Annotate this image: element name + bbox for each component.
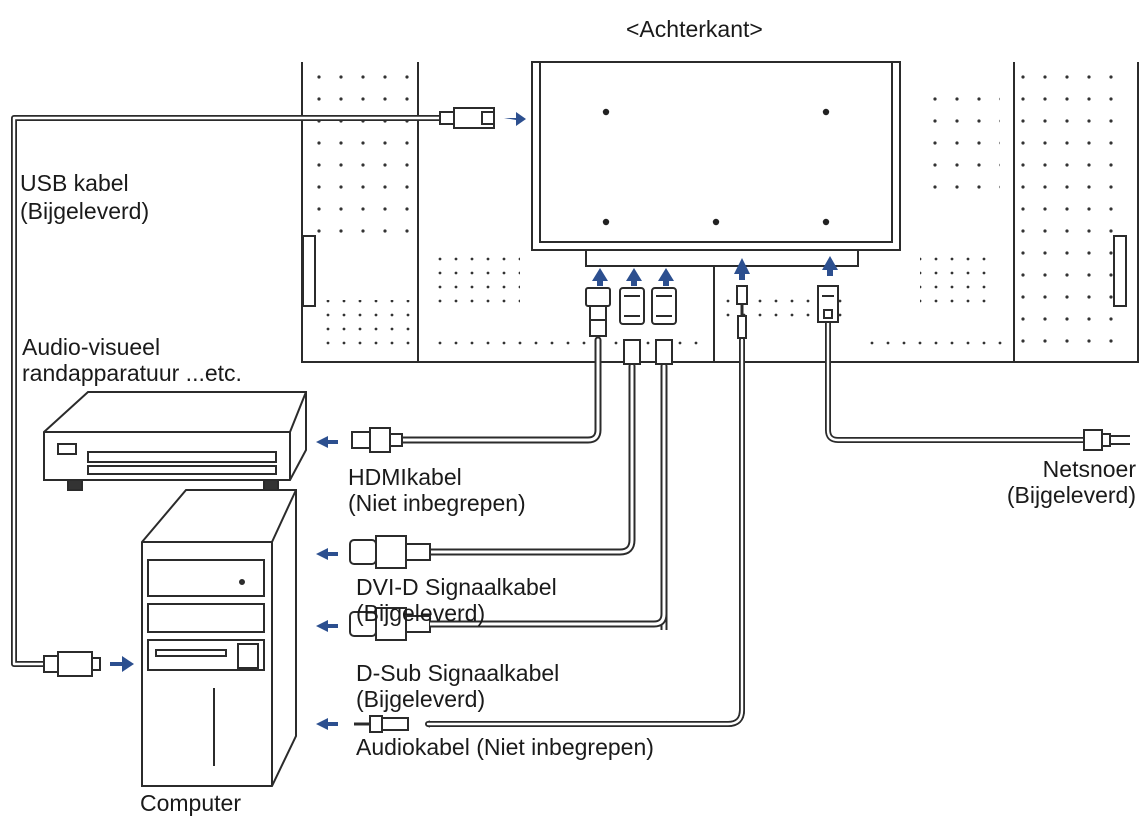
power-cord-label: Netsnoer [1042,456,1136,482]
power-cord-note: (Bijgeleverd) [1006,482,1136,508]
arrow-dvi-in [626,268,642,286]
computer-tower [141,489,297,787]
dsub-plug-pc [349,607,431,641]
usb-cable-note: (Bijgeleverd) [20,198,150,224]
usb-cable-label: USB kabel [20,170,129,196]
arrow-dsub-out [316,620,338,632]
input-arrows [504,112,838,286]
av-device-label-2: randapparatuur ...etc. [22,360,242,386]
audio-cable-label: Audiokabel (Niet inbegrepen) [356,734,654,760]
arrow-hdmi-out [316,436,338,448]
dsub-cable-label: D-Sub Signaalkabel [356,660,560,686]
dvi-cable-label: DVI-D Signaalkabel [356,574,557,600]
output-arrows [110,436,338,730]
arrow-dsub-in [658,268,674,286]
hdmi-cable-label: HDMIkabel [348,464,462,490]
arrow-hdmi-in [592,268,608,286]
computer-label: Computer [140,790,241,816]
arrow-audio-in [734,258,750,280]
rear-view-title: <Achterkant> [626,16,763,42]
device-connectors [43,427,431,677]
av-device-label: Audio-visueel [22,334,161,360]
arrow-usb-in [504,112,526,126]
dsub-cable-note: (Bijgeleverd) [356,686,486,712]
arrow-audio-out [316,718,338,730]
av-device [43,391,307,491]
screw-holes [602,108,830,226]
vent-holes [310,66,1130,354]
monitor-rear [301,61,1139,363]
arrow-usb-pc [110,656,134,672]
monitor-connectors [439,107,839,365]
dvi-cable-note: (Bijgeleverd) [356,600,486,626]
hdmi-cable-note: (Niet inbegrepen) [348,490,526,516]
arrow-power-in [822,256,838,276]
arrow-dvi-out [316,548,338,560]
power-plug [1083,429,1130,451]
